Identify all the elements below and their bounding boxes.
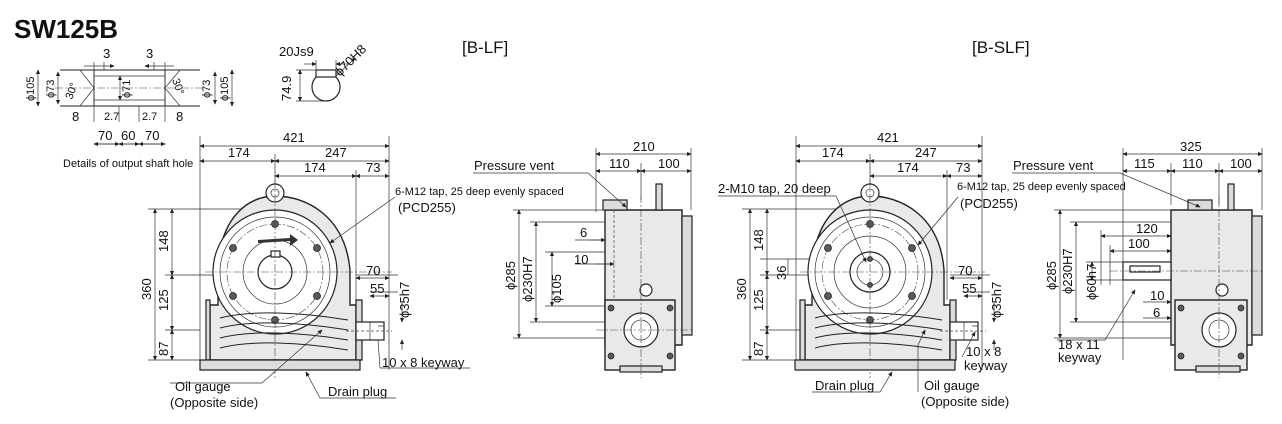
dimension-label: 110: [609, 156, 630, 171]
slf-front-view: 421 174 247 174 73 360 148 36 125 87: [718, 130, 1126, 409]
dimension-label: 2.7: [104, 111, 119, 123]
dimension-label: 55: [370, 281, 384, 296]
dimension-label: 8: [176, 109, 183, 124]
dimension-label: 70: [98, 128, 112, 143]
slf-tap-note: 6-M12 tap, 25 deep evenly spaced: [957, 181, 1126, 193]
dimension-label: (PCD255): [398, 200, 456, 215]
dimension-label: 125: [751, 289, 766, 311]
dimension-label: 55: [962, 281, 976, 296]
dimension-label: 148: [156, 230, 171, 252]
dimension-label: ϕ105: [219, 76, 231, 101]
dimension-label: (PCD255): [960, 196, 1018, 211]
dimension-label: 360: [734, 278, 749, 300]
dimension-label: 70: [366, 263, 380, 278]
dimension-label: 115: [1134, 156, 1155, 171]
dimension-label: 174: [304, 160, 326, 175]
lf-side-view: 210 110 100 Pressure vent 6 10 ϕ285 ϕ230…: [473, 139, 693, 378]
dimension-label: 2.7: [142, 111, 157, 123]
dimension-label: ϕ285: [503, 261, 518, 290]
dimension-label: ϕ230H7: [1060, 248, 1075, 294]
dimension-label: ϕ71: [121, 80, 133, 98]
dimension-label: 421: [283, 130, 305, 145]
model-title: SW125B: [14, 14, 118, 44]
dimension-label: ϕ35h7: [397, 282, 412, 318]
lf-tap-note: 6-M12 tap, 25 deep evenly spaced: [395, 186, 564, 198]
dimension-label: 360: [139, 278, 154, 300]
view-label-slf: [B-SLF]: [972, 38, 1030, 57]
dimension-label: 8: [72, 109, 79, 124]
slf-oil-gauge-note: Oil gauge: [924, 378, 980, 393]
dimension-label: 6: [1153, 305, 1160, 320]
dimension-label: 3: [146, 46, 153, 61]
lf-drain-plug-note: Drain plug: [328, 384, 387, 399]
dimension-label: 10: [1150, 288, 1164, 303]
dimension-label: 174: [228, 145, 250, 160]
dimension-label: ϕ73: [45, 80, 57, 98]
view-label-lf: [B-LF]: [462, 38, 508, 57]
dimension-label: (Opposite side): [921, 394, 1009, 409]
lf-front-view: 421 174 247 174 73 360 148 125 87: [139, 130, 564, 410]
dimension-label: 110: [1182, 156, 1203, 171]
slf-keyway-note: 10 x 8: [966, 344, 1001, 359]
keyway-section-detail: 20Js9 ϕ70H8 74.9: [279, 41, 370, 102]
dimension-label: 174: [897, 160, 919, 175]
dimension-label: 247: [915, 145, 937, 160]
dimension-label: 210: [633, 139, 655, 154]
dimension-label: 148: [751, 229, 766, 251]
dimension-label: keyway: [1058, 350, 1102, 365]
dimension-label: 30°: [64, 81, 81, 101]
slf-tap2-note: 2-M10 tap, 20 deep: [718, 181, 831, 196]
dimension-label: 10: [574, 252, 588, 267]
dimension-label: 30°: [169, 77, 186, 97]
dimension-label: ϕ35h7: [989, 282, 1004, 318]
dimension-label: 74.9: [279, 76, 294, 101]
dimension-label: 70: [145, 128, 159, 143]
dimension-label: 100: [658, 156, 680, 171]
dimension-label: 87: [751, 342, 766, 356]
dimension-label: 70: [958, 263, 972, 278]
dimension-label: ϕ70H8: [332, 41, 370, 79]
dimension-label: 20Js9: [279, 44, 314, 59]
dimension-label: ϕ230H7: [520, 256, 535, 302]
dimension-label: 73: [956, 160, 970, 175]
dimension-label: ϕ60h7: [1084, 264, 1099, 300]
dimension-label: 36: [774, 266, 789, 280]
dimension-label: 174: [822, 145, 844, 160]
slf-drain-plug-note: Drain plug: [815, 378, 874, 393]
dimension-label: 100: [1230, 156, 1252, 171]
dimension-label: 247: [325, 145, 347, 160]
dimension-label: 87: [156, 342, 171, 356]
lf-oil-gauge-note: Oil gauge: [175, 379, 231, 394]
dimension-label: ϕ105: [549, 274, 564, 303]
hole-detail-caption: Details of output shaft hole: [63, 158, 193, 170]
output-shaft-hole-detail: 3 3 ϕ105 ϕ73 ϕ71 ϕ73 ϕ105 30° 30° 8 8 2.…: [25, 46, 235, 170]
lf-pressure-vent-note: Pressure vent: [474, 158, 555, 173]
dimension-label: ϕ73: [201, 80, 213, 98]
dimension-label: 421: [877, 130, 899, 145]
dimension-label: 120: [1136, 221, 1158, 236]
dimension-label: ϕ285: [1044, 261, 1059, 290]
dimension-label: 125: [156, 289, 171, 311]
dimension-label: 3: [103, 46, 110, 61]
dimension-label: 60: [121, 128, 135, 143]
dimension-label: 73: [366, 160, 380, 175]
dimension-label: (Opposite side): [170, 395, 258, 410]
slf-pressure-vent-note: Pressure vent: [1013, 158, 1094, 173]
slf-side-view: 325 115 110 100 Pressure vent 120 100 1: [1012, 139, 1263, 378]
slf-keyway-note: 18 x 11: [1058, 337, 1100, 352]
dimension-label: keyway: [964, 358, 1008, 373]
dimension-label: 100: [1128, 236, 1150, 251]
dimension-label: 6: [580, 225, 587, 240]
dimension-label: 325: [1180, 139, 1202, 154]
dimension-label: ϕ105: [25, 76, 37, 101]
lf-keyway-note: 10 x 8 keyway: [382, 355, 465, 370]
